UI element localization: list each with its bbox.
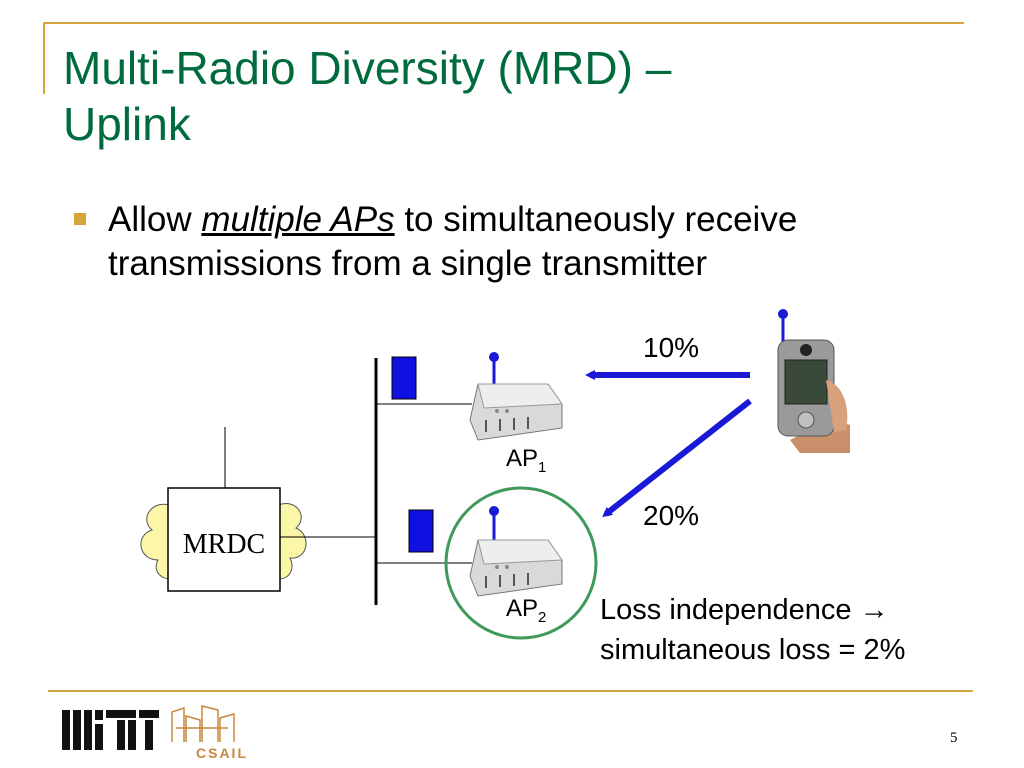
slide-title-line1: Multi-Radio Diversity (MRD) – [63,42,672,94]
csail-logo-text: CSAIL [196,745,248,761]
footer-rule [48,690,973,692]
ap1-label: AP1 [506,445,546,476]
handheld-device-icon [777,309,850,453]
page-number: 5 [950,730,958,746]
bullet-text: Allow multiple APs to simultaneously rec… [108,198,968,286]
mrdc-label: MRDC [183,529,265,560]
ap1-card-icon [391,356,417,400]
link2-loss-label: 20% [643,500,699,531]
ap1-label-main: AP [506,445,538,472]
ap2-label: AP2 [506,595,546,626]
slide-title-line2: Uplink [63,98,191,150]
ap1-label-sub: 1 [538,459,546,476]
footer-logos [62,705,235,750]
title-frame-top-rule [43,22,964,24]
bullet-line2: transmissions from a single transmitter [108,244,708,283]
bullet-suffix: to simultaneously receive [394,200,798,239]
ap2-card-icon [408,509,434,553]
bullet-emphasis: multiple APs [201,200,395,239]
loss-note-line2: simultaneous loss = 2% [600,634,906,666]
mrdc-box [167,487,281,592]
slide-title: Multi-Radio Diversity (MRD) – Uplink [63,40,963,152]
ap2-router-icon [469,506,563,597]
mit-logo [62,710,159,750]
ap2-label-sub: 2 [538,609,546,626]
ap2-highlight-circle [444,486,598,640]
title-frame-left-rule [43,22,45,94]
ap2-label-main: AP [506,595,538,622]
csail-logo-icon [171,705,235,742]
link2-arrow [602,398,752,518]
bullet-prefix: Allow [108,200,202,239]
loss-independence-note: Loss independence → simultaneous loss = … [600,590,905,670]
loss-note-line1: Loss independence → [600,594,889,626]
ap1-router-icon [469,352,563,441]
bullet-square-icon [74,213,86,225]
link1-loss-label: 10% [643,332,699,363]
